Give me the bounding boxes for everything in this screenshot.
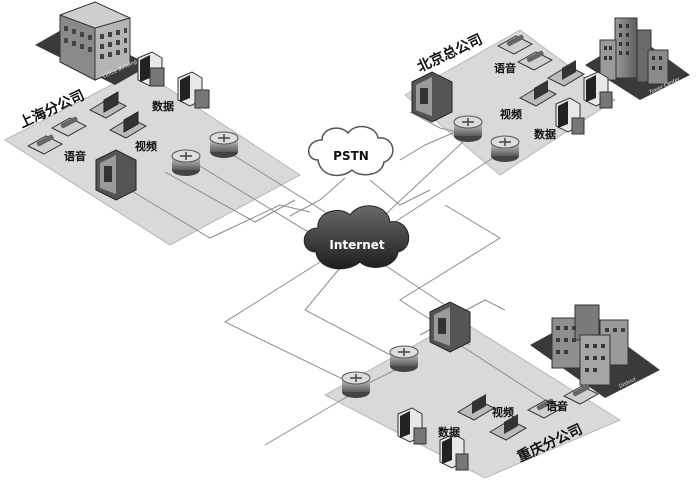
pstn-cloud: PSTN	[308, 125, 394, 177]
pc-shanghai-2	[177, 71, 210, 109]
label-shanghai-voice: 语音	[64, 149, 86, 163]
gateway-shanghai	[95, 149, 137, 201]
gateway-beijing	[411, 71, 453, 123]
tower-center-building: Tower Center	[599, 17, 682, 96]
pc-chongqing-1	[397, 407, 427, 445]
video-phone-shanghai-2	[108, 111, 148, 139]
video-phone-beijing-1	[546, 60, 586, 87]
pc-chongqing-2	[439, 433, 469, 471]
video-phone-chongqing-2	[488, 414, 528, 441]
pc-beijing-2	[555, 97, 585, 135]
phone-chongqing-1	[526, 398, 564, 419]
platform-shanghai	[3, 69, 301, 246]
label-shanghai-video: 视频	[135, 139, 157, 153]
internet-cloud: Internet	[303, 205, 410, 270]
router-beijing-1	[453, 115, 483, 142]
label-chongqing-data: 数据	[438, 425, 460, 439]
router-chongqing-1	[389, 345, 419, 372]
district-building: District	[551, 304, 638, 390]
label-beijing-data: 数据	[534, 127, 556, 141]
phone-shanghai-1	[50, 116, 88, 137]
label-chongqing-video: 视频	[492, 405, 514, 419]
pstn-label: PSTN	[333, 149, 369, 163]
phone-shanghai-2	[26, 134, 64, 155]
phone-beijing-2	[516, 50, 554, 71]
label-beijing-voice: 语音	[494, 61, 516, 75]
pc-shanghai-1	[137, 51, 165, 87]
router-shanghai-2	[209, 131, 239, 158]
video-phone-beijing-2	[518, 80, 558, 107]
gateway-chongqing	[429, 301, 471, 353]
phone-beijing-1	[496, 34, 534, 55]
router-shanghai-1	[171, 149, 201, 176]
label-chongqing-voice: 语音	[546, 399, 568, 413]
video-phone-shanghai-1	[88, 91, 128, 119]
label-shanghai-data: 数据	[152, 99, 174, 113]
router-beijing-2	[490, 135, 520, 162]
router-chongqing-2	[341, 371, 371, 398]
pc-beijing-1	[583, 71, 613, 109]
phone-chongqing-2	[562, 384, 600, 405]
video-phone-chongqing-1	[456, 394, 496, 421]
label-beijing-video: 视频	[500, 107, 522, 121]
office-building: Office Building	[59, 1, 138, 81]
internet-label: Internet	[329, 238, 384, 252]
